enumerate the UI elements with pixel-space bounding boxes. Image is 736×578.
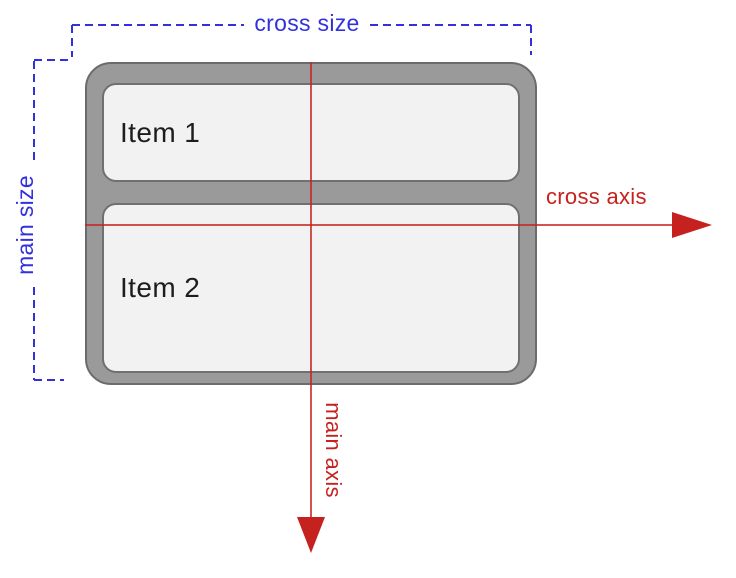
flex-item-2-label: Item 2 (120, 272, 201, 303)
main-size-dash-top (33, 61, 35, 163)
main-size-dash-bottom (33, 287, 35, 380)
main-axis-label: main axis (321, 402, 346, 498)
cross-size-dash-right (370, 24, 531, 26)
main-size-label: main size (12, 175, 38, 275)
cross-axis-line (85, 224, 673, 226)
cross-size-tick-left (71, 25, 73, 57)
cross-axis-label: cross axis (546, 184, 647, 209)
main-size-tick-bottom (34, 379, 64, 381)
main-size-tick-top (34, 59, 70, 61)
flex-item-1-label: Item 1 (120, 116, 201, 148)
cross-size-label: cross size (254, 10, 360, 36)
cross-size-dash-left (72, 24, 244, 26)
cross-size-tick-right (530, 25, 532, 55)
main-axis-arrowhead-icon (297, 517, 325, 553)
main-axis-line (310, 62, 312, 518)
cross-axis-arrowhead-icon (672, 212, 712, 238)
